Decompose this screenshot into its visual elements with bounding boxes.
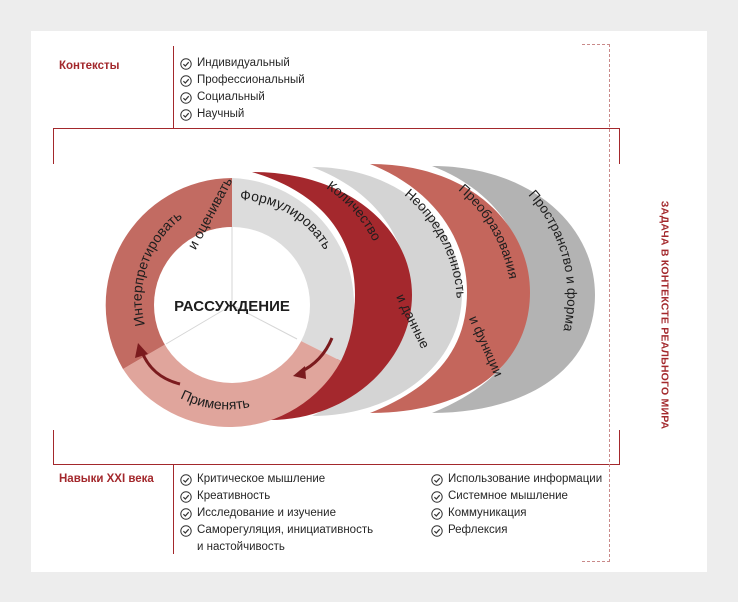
- list-item: Рефлексия: [431, 522, 602, 539]
- change-band: [370, 164, 530, 413]
- list-item: Профессиональный: [180, 72, 305, 89]
- skills-bracket-bottom: [53, 464, 620, 465]
- real-world-title: ЗАДАЧА В КОНТЕКСТЕ РЕАЛЬНОГО МИРА: [604, 165, 724, 465]
- check-circle-icon: [431, 507, 443, 520]
- list-item-label: Исследование и изучение: [197, 507, 336, 519]
- real-world-title-text: ЗАДАЧА В КОНТЕКСТЕ РЕАЛЬНОГО МИРА: [658, 200, 670, 430]
- list-item-label: Научный: [197, 108, 245, 120]
- cycle-arrow-apply-interpret-icon: [135, 343, 181, 386]
- list-item: Саморегуляция, инициативность: [180, 522, 373, 539]
- list-item: Исследование и изучение: [180, 505, 373, 522]
- formulate-segment[interactable]: [232, 178, 355, 361]
- list-item-label: Использование информации: [448, 473, 603, 485]
- list-item: Коммуникация: [431, 505, 602, 522]
- list-item-label: Системное мышление: [448, 490, 568, 502]
- list-item: Социальный: [180, 89, 305, 106]
- interpret-segment[interactable]: [105, 178, 232, 369]
- check-circle-icon: [180, 57, 192, 70]
- check-circle-icon: [431, 524, 443, 537]
- uncertainty-band: [312, 167, 462, 416]
- list-item-label: Социальный: [197, 91, 265, 103]
- skills-title: Навыки XXI века: [59, 473, 154, 485]
- cycle-arrow-formulate-apply-icon: [293, 337, 334, 379]
- context-bracket-top: [53, 128, 620, 129]
- contexts-title: Контексты: [59, 60, 120, 72]
- list-item: и настойчивость: [180, 539, 373, 556]
- space-band: [432, 166, 595, 413]
- skills-bracket-right: [619, 430, 620, 464]
- check-circle-icon: [180, 524, 192, 537]
- list-item: Научный: [180, 106, 305, 123]
- context-bracket-right: [619, 128, 620, 164]
- quantity-band: [252, 172, 412, 420]
- context-bracket-left: [53, 128, 54, 164]
- center-divider: [165, 304, 233, 345]
- check-circle-icon: [180, 473, 192, 486]
- list-item-label: Рефлексия: [448, 524, 508, 536]
- list-item-label: Критическое мышление: [197, 473, 326, 485]
- skills-divider: [173, 464, 174, 554]
- context-divider: [173, 46, 174, 128]
- check-circle-icon: [180, 507, 192, 520]
- check-circle-icon: [180, 108, 192, 121]
- center-divider: [231, 304, 298, 340]
- check-circle-icon: [180, 91, 192, 104]
- check-circle-icon: [431, 473, 443, 486]
- list-item-label: Профессиональный: [197, 74, 305, 86]
- list-item: Системное мышление: [431, 488, 602, 505]
- check-circle-icon: [180, 490, 192, 503]
- list-item: Критическое мышление: [180, 471, 373, 488]
- check-circle-icon: [431, 490, 443, 503]
- list-item: Индивидуальный: [180, 55, 305, 72]
- skills-bracket-left: [53, 430, 54, 464]
- list-item-label: Саморегуляция, инициативность: [197, 524, 374, 536]
- list-item-label: Креативность: [197, 490, 271, 502]
- list-item: Креативность: [180, 488, 373, 505]
- reasoning-label: РАССУЖДЕНИЕ: [174, 298, 290, 315]
- list-item-label: Индивидуальный: [197, 57, 290, 69]
- real-world-frame: [582, 44, 610, 562]
- check-circle-icon: [180, 74, 192, 87]
- list-item-label: Коммуникация: [448, 507, 527, 519]
- list-item-label: и настойчивость: [197, 541, 285, 553]
- list-item: Использование информации: [431, 471, 602, 488]
